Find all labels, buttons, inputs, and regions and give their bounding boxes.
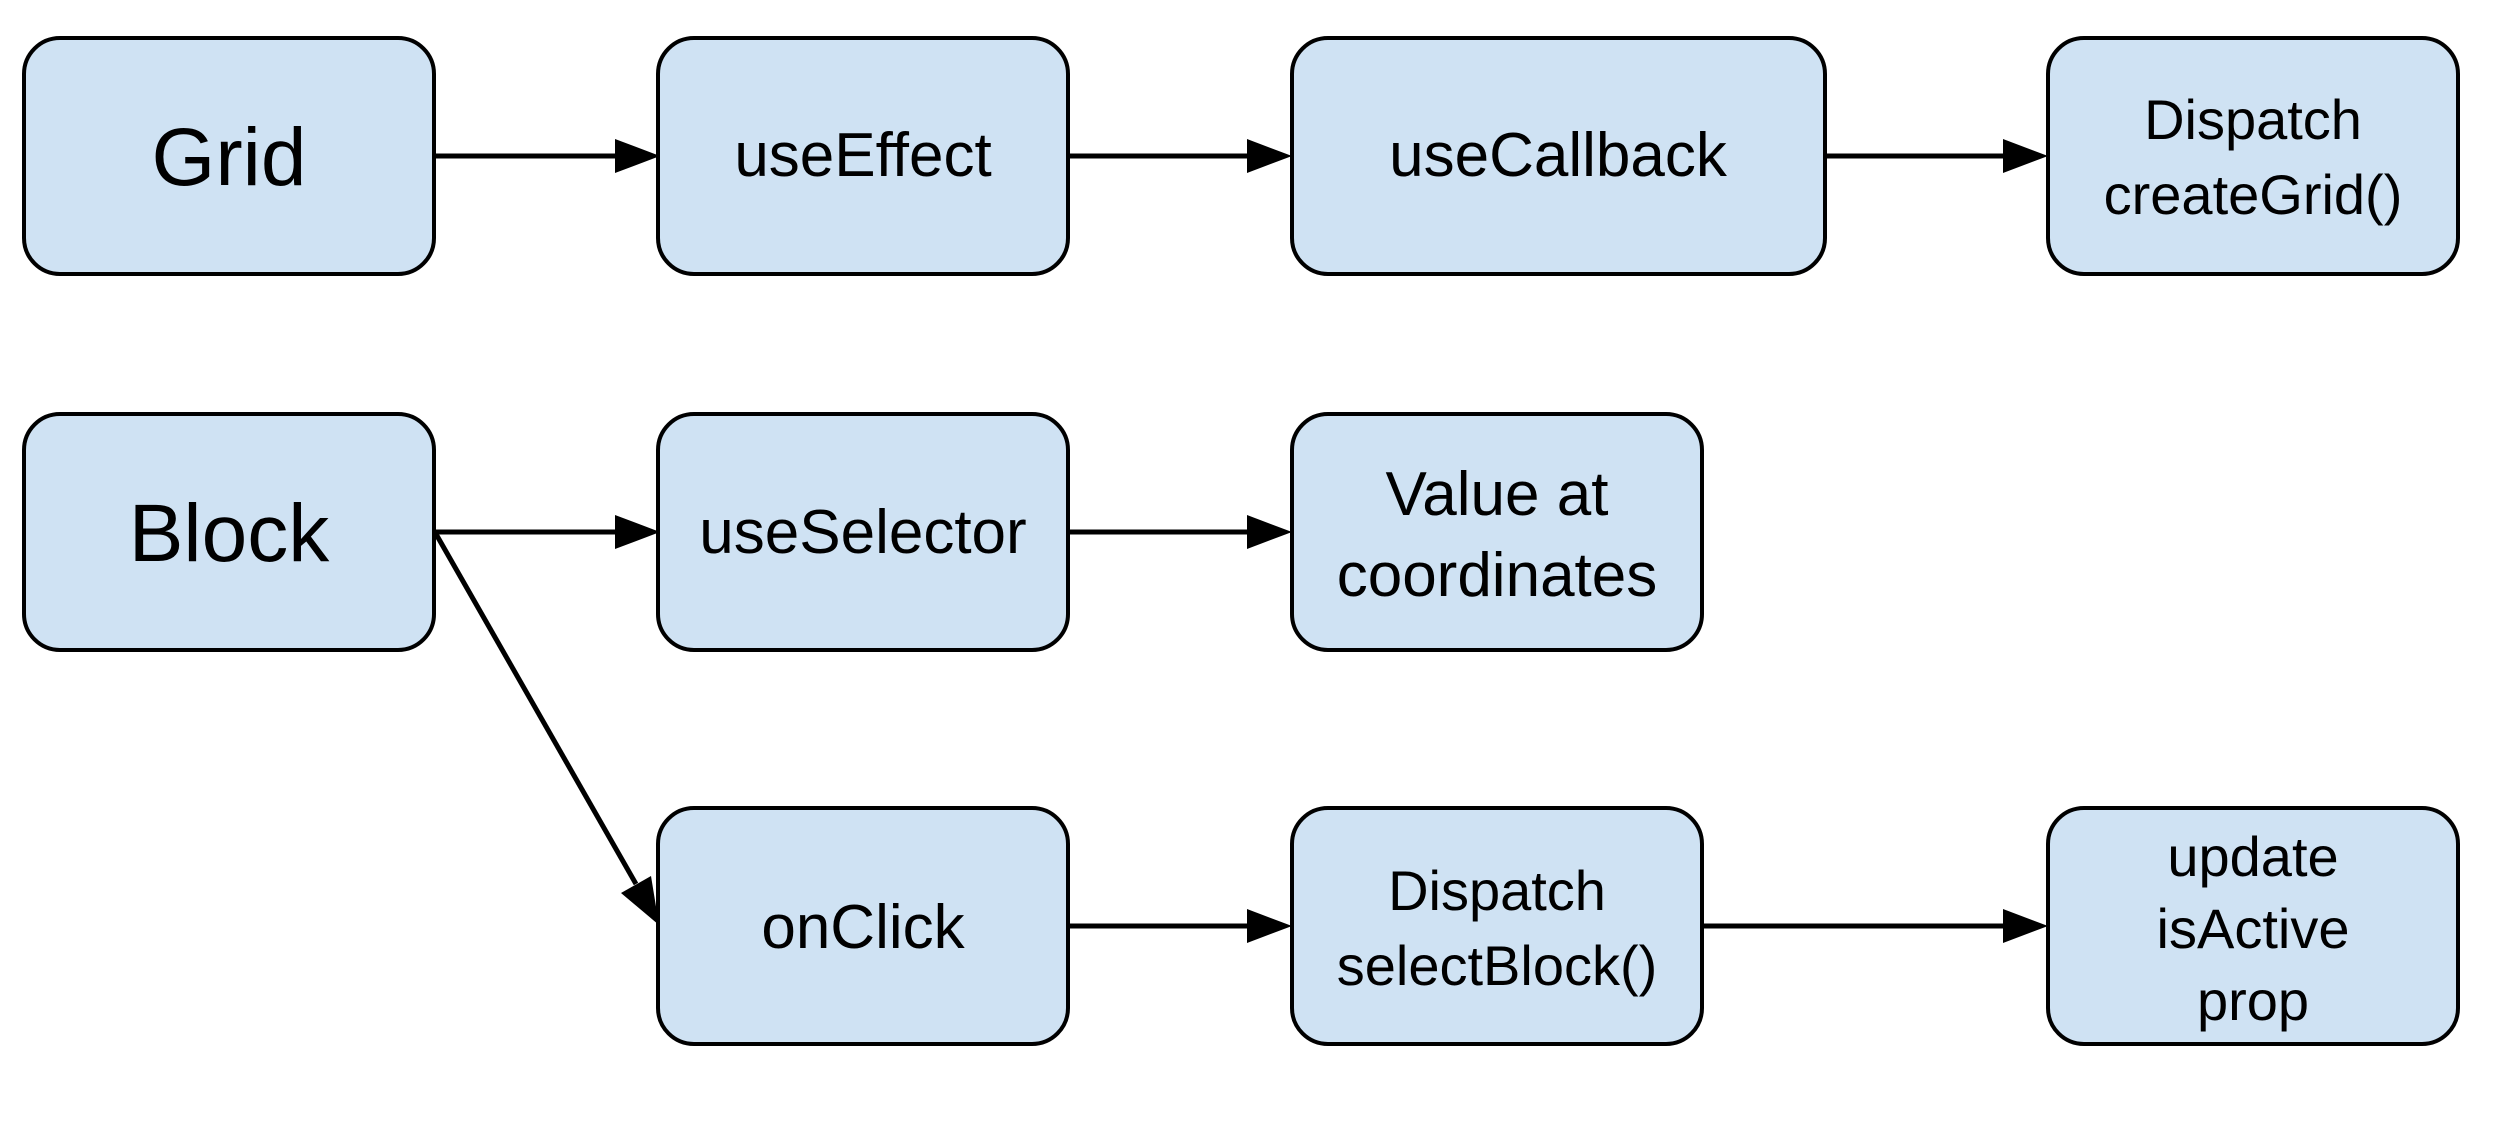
node-grid-label: Grid — [152, 112, 307, 203]
node-useselector: useSelector — [656, 412, 1070, 652]
node-value-at-coordinates: Value at coordinates — [1290, 412, 1704, 652]
edge-grid-to-useeffect — [433, 139, 660, 173]
edge-onclick-to-dispatch-selectblock — [1067, 909, 1292, 943]
node-onclick-label: onClick — [761, 893, 965, 962]
node-update-isactive-prop: update isActive prop — [2046, 806, 2460, 1046]
node-dispatch-creategrid-line1: Dispatch — [2144, 88, 2362, 151]
node-dispatch-selectblock-line2: selectBlock() — [1337, 934, 1658, 997]
node-update-isactive-line3: prop — [2197, 969, 2309, 1032]
node-value-at-coordinates-line2: coordinates — [1337, 541, 1658, 610]
node-useeffect: useEffect — [656, 36, 1070, 276]
edge-usecallback-to-dispatch-creategrid — [1825, 139, 2048, 173]
edge-block-to-useselector — [433, 515, 660, 549]
node-onclick: onClick — [656, 806, 1070, 1046]
node-update-isactive-line2: isActive — [2157, 897, 2350, 960]
edges — [433, 139, 2048, 943]
node-update-isactive-line1: update — [2167, 825, 2338, 888]
node-block: Block — [22, 412, 436, 652]
node-value-at-coordinates-line1: Value at — [1386, 460, 1609, 529]
node-dispatch-creategrid: Dispatch createGrid() — [2046, 36, 2460, 276]
edge-block-to-onclick — [433, 532, 659, 925]
node-dispatch-creategrid-line2: createGrid() — [2104, 163, 2403, 226]
node-useeffect-label: useEffect — [734, 121, 991, 190]
node-usecallback-label: useCallback — [1389, 121, 1728, 190]
node-usecallback: useCallback — [1290, 36, 1827, 276]
edge-dispatch-selectblock-to-update-isactive — [1701, 909, 2048, 943]
edge-useselector-to-value-at-coordinates — [1067, 515, 1292, 549]
node-useselector-label: useSelector — [699, 498, 1026, 567]
node-dispatch-selectblock-line1: Dispatch — [1388, 859, 1606, 922]
node-block-label: Block — [129, 488, 331, 579]
edge-useeffect-to-usecallback — [1067, 139, 1292, 173]
nodes: Grid useEffect useCallback Dispatch crea… — [22, 36, 2460, 1046]
node-grid: Grid — [22, 36, 436, 276]
node-dispatch-selectblock: Dispatch selectBlock() — [1290, 806, 1704, 1046]
